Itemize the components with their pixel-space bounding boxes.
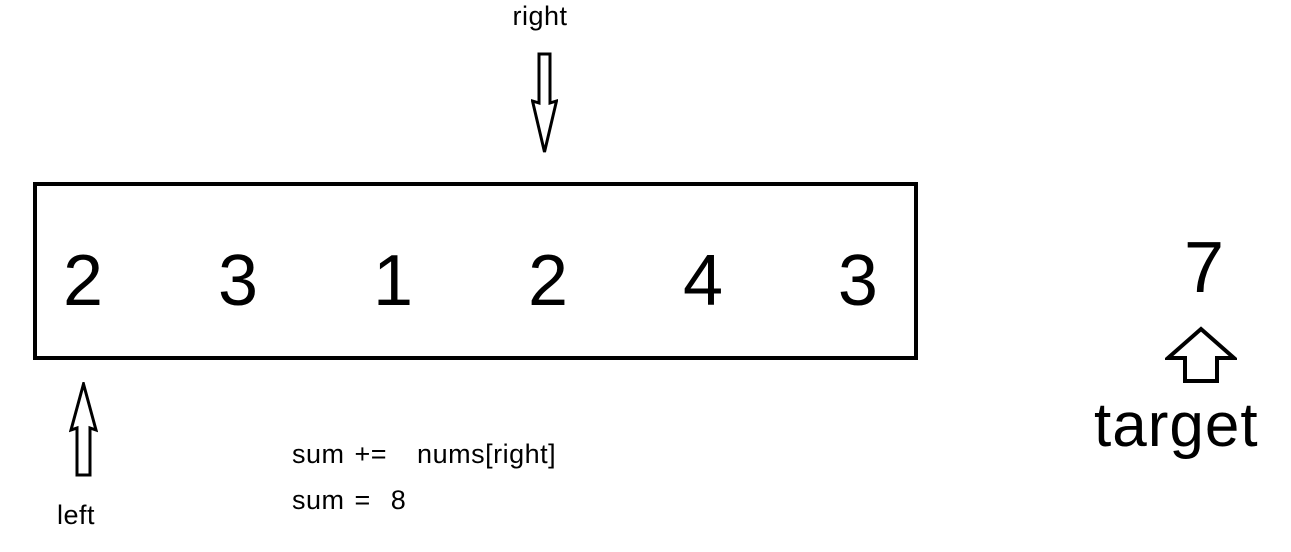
array-cell-3: 2 bbox=[527, 241, 568, 321]
array-row: 2 3 1 2 4 3 bbox=[37, 196, 914, 366]
array-cell-1: 3 bbox=[217, 241, 259, 321]
code-line-sum-update: sum += nums[right] bbox=[292, 439, 557, 469]
array-cell-5: 3 bbox=[837, 241, 878, 321]
array-cell-4: 4 bbox=[682, 241, 723, 321]
right-pointer-arrow-down-icon bbox=[531, 52, 558, 154]
array-cell-0: 2 bbox=[63, 241, 104, 321]
left-pointer-arrow-up-icon bbox=[69, 382, 98, 477]
right-pointer-label: right bbox=[512, 1, 568, 31]
target-label: target bbox=[1094, 391, 1259, 460]
array-box: 2 3 1 2 4 3 bbox=[33, 182, 918, 360]
code-line-sum-value: sum = 8 bbox=[292, 485, 407, 515]
target-value: 7 bbox=[1183, 228, 1225, 308]
target-arrow-up-icon bbox=[1165, 326, 1237, 384]
left-pointer-label: left bbox=[57, 500, 96, 530]
array-cell-2: 1 bbox=[372, 241, 414, 321]
